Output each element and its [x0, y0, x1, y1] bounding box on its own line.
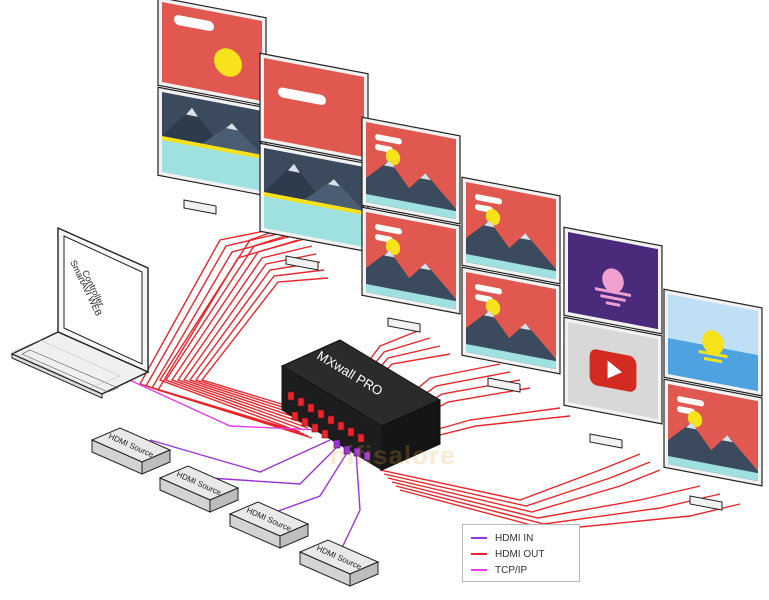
legend: HDMI IN HDMI OUT TCP/IP: [462, 524, 580, 582]
legend-swatch: [471, 553, 487, 555]
video-play-icon: [568, 322, 658, 420]
display-panel: [461, 266, 561, 375]
legend-label: HDMI OUT: [495, 548, 545, 560]
tcpip-cable: [111, 371, 321, 431]
hdmi-source-2: HDMI Source: [158, 465, 240, 513]
display-panel: [361, 116, 461, 225]
device-ports: [287, 391, 365, 443]
sun-icon: [668, 294, 758, 392]
legend-item-hdmi-in: HDMI IN: [471, 531, 533, 545]
legend-label: HDMI IN: [495, 532, 534, 544]
legend-label: TCP/IP: [495, 564, 528, 576]
hdmi-source-4: HDMI Source: [298, 539, 380, 587]
hdmi-out-cables: [138, 221, 741, 531]
legend-swatch: [471, 569, 487, 571]
display-panel: [663, 378, 763, 487]
display-panel: [259, 52, 369, 163]
display-panel: [259, 142, 369, 253]
mxwall-pro-device: MXwall PRO: [280, 339, 442, 471]
display-panel: [361, 206, 461, 315]
display-panel: [157, 86, 267, 197]
legend-item-tcpip: TCP/IP: [471, 563, 527, 577]
video-wall: [157, 0, 763, 511]
legend-swatch: [471, 537, 487, 539]
legend-item-hdmi-out: HDMI OUT: [471, 547, 544, 561]
hdmi-source-3: HDMI Source: [228, 501, 310, 549]
hdmi-in-cables: [149, 439, 361, 553]
display-panel: [563, 316, 663, 425]
display-panel: [461, 176, 561, 285]
display-panel: [563, 226, 663, 335]
hdmi-source-1: HDMI Source: [90, 427, 172, 475]
laptop-icon: SmartAVI WEB Controller: [10, 226, 150, 399]
mountain-icon: [668, 384, 758, 482]
watermark: hifisalore: [330, 440, 456, 470]
display-panel: [663, 288, 763, 397]
